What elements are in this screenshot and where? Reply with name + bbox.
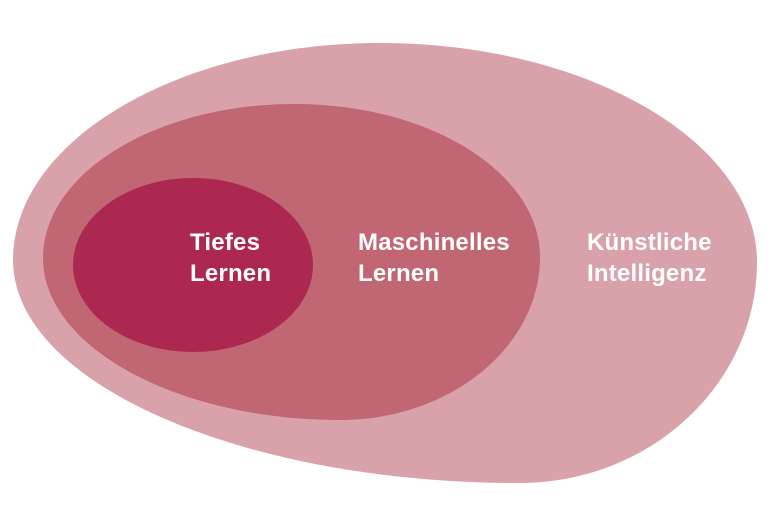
ai-label-line2: Intelligenz — [587, 260, 707, 287]
dl-label-line2: Lernen — [190, 260, 272, 287]
ml-label-line1: Maschinelles — [358, 229, 510, 256]
ml-label-line2: Lernen — [358, 260, 440, 287]
dl-ellipse — [73, 178, 313, 352]
ml-label: Maschinelles Lernen — [358, 227, 510, 289]
dl-label-line1: Tiefes — [190, 229, 261, 256]
ai-label-line1: Künstliche — [587, 229, 712, 256]
ai-label: Künstliche Intelligenz — [587, 227, 712, 289]
dl-label: Tiefes Lernen — [190, 227, 271, 289]
